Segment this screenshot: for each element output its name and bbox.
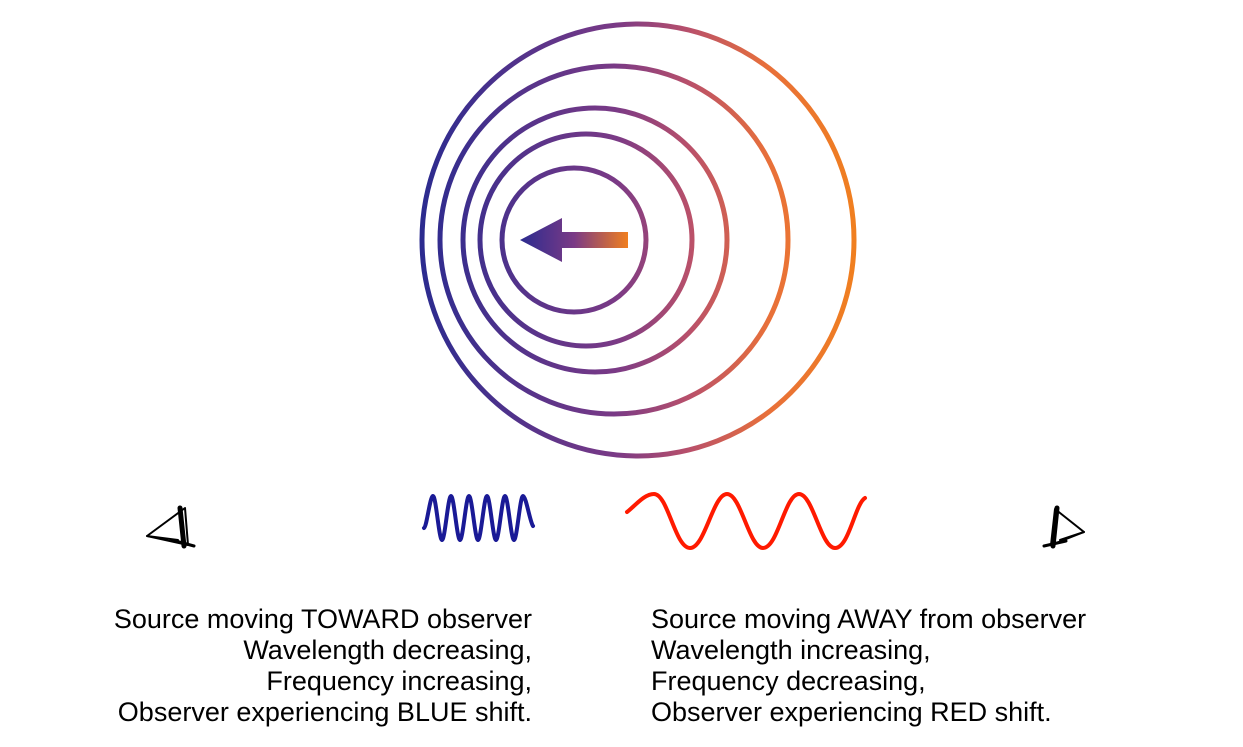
wavefront-ring-outer [419,21,857,459]
toward-observer-caption: Source moving TOWARD observer Wavelength… [114,604,532,728]
away-caption-line-1: Source moving AWAY from observer [651,604,1087,634]
wavefront-ring-1 [477,131,695,349]
right-observer-eye-icon [1042,505,1085,549]
away-caption-line-4: Observer experiencing RED shift. [651,697,1052,727]
wavefronts [419,21,857,459]
left-observer-eye-icon [146,505,196,549]
red-shift-wave [625,492,867,550]
away-from-observer-caption: Source moving AWAY from observer Wavelen… [651,604,1086,728]
blue-shift-wave [422,494,535,542]
wavefront-ring-2 [460,105,730,375]
away-caption-line-2: Wavelength increasing, [651,635,931,665]
toward-caption-line-2: Wavelength decreasing, [243,635,532,665]
toward-caption-line-4: Observer experiencing BLUE shift. [117,697,532,727]
toward-caption-line-3: Frequency increasing, [266,666,532,696]
wavefront-ring-3 [437,63,791,417]
arrow-left-icon [520,218,628,262]
wavefront-ring-inner [499,165,649,315]
toward-caption-line-1: Source moving TOWARD observer [113,604,532,634]
away-caption-line-3: Frequency decreasing, [651,666,926,696]
